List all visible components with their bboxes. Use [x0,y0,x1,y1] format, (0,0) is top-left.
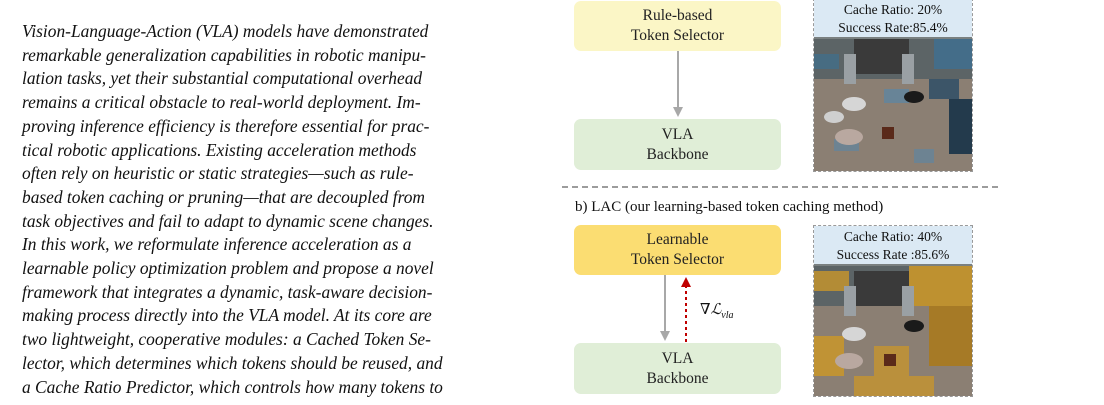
abstract-line: based token caching or pruning—that are … [22,186,425,207]
abstract-line: remarkable generalization capabilities i… [22,44,426,65]
abstract-line: a Cache Ratio Predictor, which controls … [22,376,443,397]
backbone-label: VLA [661,125,694,143]
selector-label: Token Selector [630,27,725,44]
gradient-label: ∇ℒvla [700,302,734,321]
abstract-line: proving inference efficiency is therefor… [22,115,430,136]
backbone-label: VLA [661,349,694,367]
section-divider [562,186,998,188]
abstract-line: tical robotic applications. Existing acc… [22,139,417,160]
abstract-line: often rely on heuristic or static strate… [22,163,414,184]
abstract-line: framework that integrates a dynamic, tas… [22,281,433,302]
abstract-line: learnable policy optimization problem an… [22,258,434,279]
learnable-selector-box: Learnable Token Selector [574,225,781,275]
abstract-line: remains a critical obstacle to real-worl… [22,92,421,113]
abstract-line: lation tasks, yet their substantial comp… [22,68,423,89]
abstract-line: making process directly into the VLA mod… [22,305,432,326]
robot-scene-image-top: Cache Ratio: 20% Success Rate:85.4% [813,0,973,172]
vla-backbone-box: VLA Backbone [574,119,781,170]
rule-based-selector-box: Rule-based Token Selector [574,1,781,51]
flow-arrow [673,51,683,117]
abstract-line: task objectives and fail to adapt to dyn… [22,210,434,231]
selector-label: Learnable [646,231,709,248]
success-rate-label: Success Rate :85.6% [836,246,950,262]
section-label-lac: b) LAC (our learning-based token caching… [575,199,884,215]
metrics-overlay: Cache Ratio: 40% Success Rate :85.6% [814,226,972,264]
backbone-label: Backbone [646,145,709,163]
vla-backbone-box: VLA Backbone [574,343,781,394]
metrics-overlay: Cache Ratio: 20% Success Rate:85.4% [814,0,972,37]
abstract-line: two lightweight, cooperative modules: a … [22,329,431,350]
robot-scene-image-bottom: Cache Ratio: 40% Success Rate :85.6% [813,225,973,397]
selector-label: Token Selector [630,251,725,268]
cache-ratio-label: Cache Ratio: 20% [843,2,943,17]
abstract-line: In this work, we reformulate inference a… [22,234,412,255]
cache-ratio-label: Cache Ratio: 40% [843,229,943,244]
backbone-label: Backbone [646,369,709,387]
flow-arrow [660,275,691,343]
success-rate-label: Success Rate:85.4% [838,19,948,35]
abstract-line: lector, which determines which tokens sh… [22,352,443,373]
selector-label: Rule-based [642,7,713,24]
abstract-text: Vision-Language-Action (VLA) models have… [22,20,494,399]
abstract-line: Vision-Language-Action (VLA) models have… [22,21,429,41]
